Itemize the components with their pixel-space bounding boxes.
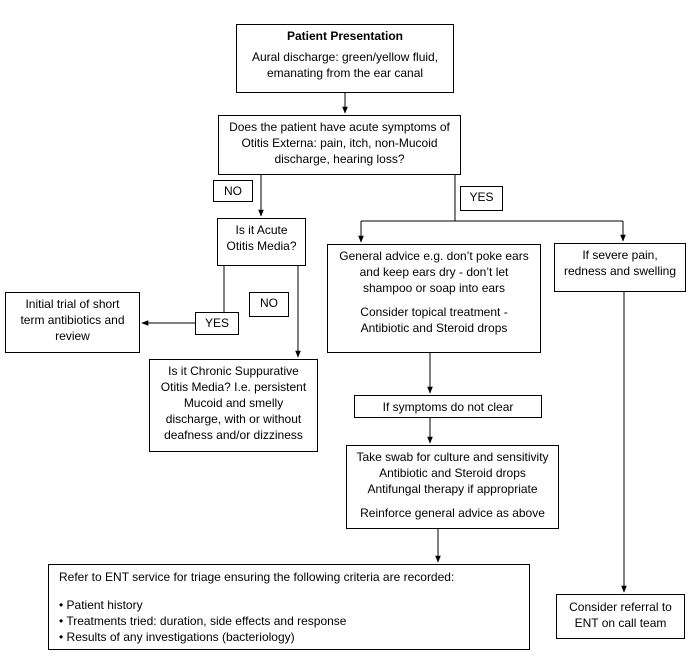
- advice-line: shampoo or soap into ears: [362, 281, 506, 295]
- presentation-title: Patient Presentation: [286, 29, 404, 43]
- refer-bullet: • Patient history: [59, 598, 143, 612]
- antibiotics-line: Initial trial of short: [25, 297, 120, 311]
- yes-label: YES: [195, 312, 239, 335]
- advice-line: General advice e.g. don’t poke ears: [339, 249, 529, 263]
- refer-bullet: • Results of any investigations (bacteri…: [59, 630, 295, 644]
- swab-box: Take swab for culture and sensitivity An…: [346, 445, 559, 529]
- refer-heading: Refer to ENT service for triage ensuring…: [59, 570, 455, 584]
- acute-symptoms-question-box: Does the patient have acute symptoms of …: [218, 115, 461, 175]
- symptoms-not-clear-box: If symptoms do not clear: [354, 395, 542, 418]
- advice-line: Consider topical treatment -: [360, 305, 508, 319]
- refer-bullet: • Treatments tried: duration, side effec…: [59, 614, 347, 628]
- severe-line: If severe pain,: [582, 248, 658, 262]
- advice-line: Antibiotic and Steroid drops: [360, 321, 508, 335]
- symptoms-line: If symptoms do not clear: [382, 400, 514, 414]
- chronic-otitis-media-box: Is it Chronic Suppurative Otitis Media? …: [149, 359, 318, 452]
- chronic-line: deafness and/or dizziness: [164, 428, 303, 442]
- advice-line: and keep ears dry - don’t let: [359, 265, 509, 279]
- question-line: discharge, hearing loss?: [274, 152, 405, 166]
- no-label: NO: [213, 180, 253, 202]
- swab-line: Antifungal therapy if appropriate: [367, 482, 538, 496]
- question-line: Does the patient have acute symptoms of: [229, 120, 450, 134]
- question-line: Otitis Externa: pain, itch, non-Mucoid: [241, 136, 438, 150]
- severe-pain-box: If severe pain, redness and swelling: [554, 243, 686, 292]
- refer-ent-box: Refer to ENT service for triage ensuring…: [48, 564, 530, 650]
- antibiotics-line: term antibiotics and: [20, 313, 125, 327]
- chronic-line: Mucoid and smelly: [183, 396, 284, 410]
- chronic-line: discharge, with or without: [165, 412, 302, 426]
- presentation-line: emanating from the ear canal: [266, 66, 424, 80]
- acute-otitis-media-box: Is it Acute Otitis Media?: [217, 218, 306, 266]
- chronic-line: Is it Chronic Suppurative: [168, 364, 299, 378]
- patient-presentation-box: Patient Presentation Aural discharge: gr…: [236, 24, 454, 93]
- aom-line: Is it Acute: [235, 223, 288, 237]
- oncall-line: Consider referral to: [569, 600, 672, 614]
- antibiotics-trial-box: Initial trial of short term antibiotics …: [5, 292, 140, 353]
- severe-line: redness and swelling: [563, 264, 677, 278]
- general-advice-box: General advice e.g. don’t poke ears and …: [327, 244, 541, 353]
- aom-line: Otitis Media?: [226, 239, 297, 253]
- yes-label: YES: [460, 186, 503, 211]
- ent-on-call-box: Consider referral to ENT on call team: [556, 594, 685, 639]
- swab-line: Reinforce general advice as above: [360, 506, 545, 520]
- swab-line: Antibiotic and Steroid drops: [379, 466, 526, 480]
- no-label: NO: [249, 292, 289, 317]
- oncall-line: ENT on call team: [574, 616, 667, 630]
- presentation-line: Aural discharge: green/yellow fluid,: [251, 50, 439, 64]
- line-question-to-yes-split: [361, 175, 456, 222]
- antibiotics-line: review: [55, 329, 90, 343]
- swab-line: Take swab for culture and sensitivity: [356, 450, 549, 464]
- chronic-line: Otitis Media? I.e. persistent: [160, 380, 307, 394]
